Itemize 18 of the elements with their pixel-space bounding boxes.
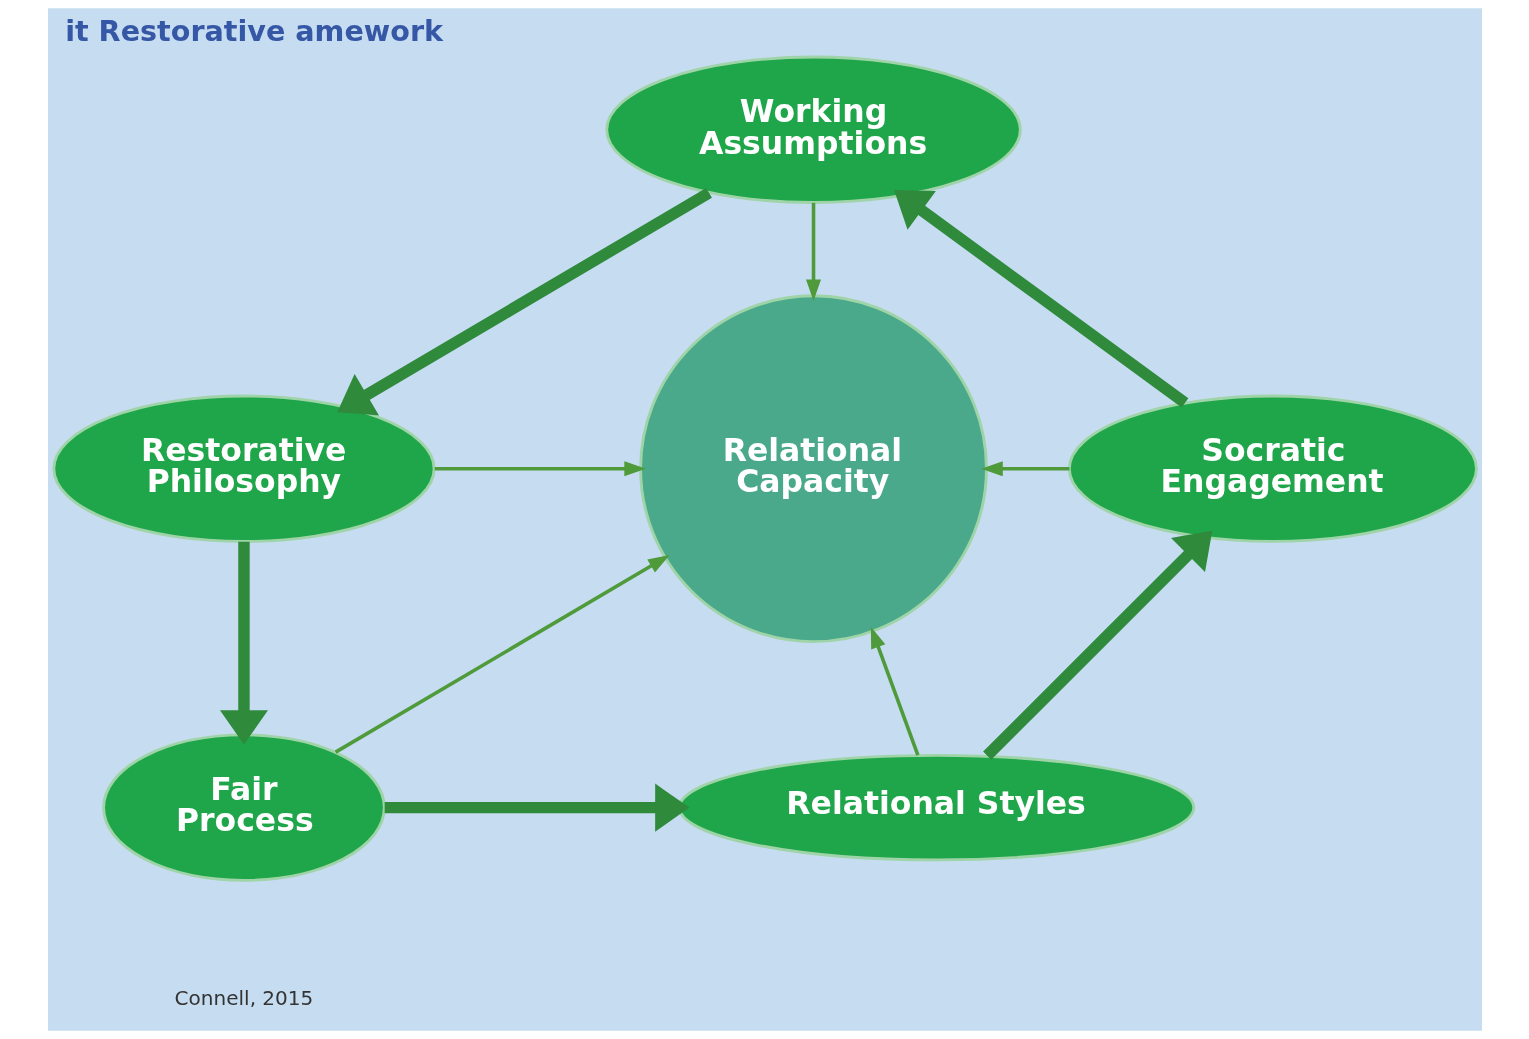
node-ellipse: Relational Styles bbox=[677, 753, 1195, 862]
arrow bbox=[434, 461, 646, 477]
arrow bbox=[893, 190, 1188, 408]
arrow bbox=[870, 626, 920, 756]
arrow bbox=[219, 541, 268, 745]
arrow bbox=[336, 187, 712, 416]
node-ellipse: Restorative Philosophy bbox=[51, 394, 436, 543]
node-ellipse: Fair Process bbox=[101, 733, 386, 882]
arrow bbox=[980, 461, 1069, 477]
node-circle: Relational Capacity bbox=[638, 294, 988, 644]
arrow bbox=[805, 202, 821, 301]
arrow bbox=[982, 530, 1212, 760]
caption: Connell, 2015 bbox=[174, 985, 313, 1010]
node-ellipse: Socratic Engagement bbox=[1067, 394, 1478, 543]
node-ellipse: Working Assumptions bbox=[604, 55, 1022, 204]
diagram-title: it Restorative amework bbox=[64, 14, 443, 49]
arrow bbox=[334, 555, 670, 754]
arrow bbox=[384, 783, 689, 832]
